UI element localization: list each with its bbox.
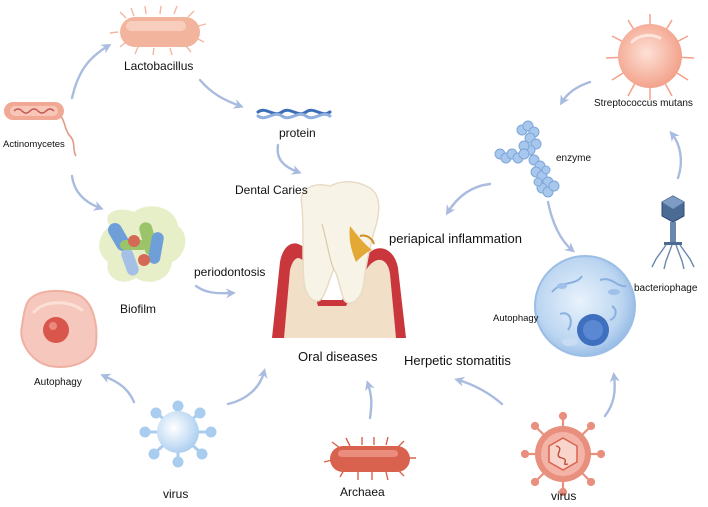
label-protein: protein [279,126,316,140]
arrow-biofilm-to-perio [194,284,236,299]
actinomycetes-icon [4,102,77,157]
autophagy-blue-cell-icon [534,255,636,357]
protein-icon [256,108,332,120]
label-periapical-inflammation: periapical inflammation [389,231,522,246]
bacteriophage-icon [651,195,695,270]
label-lactobacillus: Lactobacillus [124,59,194,73]
arrow-lacto-to-protein [198,78,244,109]
arrow-virus-to-oral [226,368,268,406]
streptococcus-icon [605,14,695,100]
autophagy-cell-icon [20,289,98,368]
label-autophagy-left: Autophagy [34,377,82,388]
arrow-actino-to-lacto [70,43,112,100]
label-virus-right: virus [551,489,577,503]
lactobacillus-icon [109,5,207,56]
label-actinomycetes: Actinomycetes [3,139,65,150]
arrow-phage-to-strep [669,130,683,180]
biofilm-icon [99,206,186,282]
virus-red-icon [520,411,606,497]
arrow-strep-to-enzyme [559,80,592,106]
label-biofilm: Biofilm [120,302,157,316]
arrows [70,43,683,420]
arrow-protein-to-caries [276,143,302,175]
label-streptococcus-mutans: Streptococcus mutans [594,98,693,109]
virus-blue-icon [139,400,217,468]
label-bacteriophage: bacteriophage [634,283,698,294]
label-enzyme: enzyme [556,153,592,164]
label-virus-left: virus [163,487,189,501]
tooth-icon [272,181,406,338]
label-autophagy-right: Autophagy [493,313,539,324]
enzyme-icon [494,120,560,198]
label-dental-caries: Dental Caries [235,183,308,197]
arrow-actino-to-biofilm [70,174,104,211]
label-archaea: Archaea [340,485,385,499]
label-herpetic-stomatitis: Herpetic stomatitis [404,353,511,368]
arrow-virusred-to-herpetic [454,376,504,406]
archaea-icon [323,436,416,481]
arrow-virusred-to-autophagy [603,372,620,418]
label-oral-diseases: Oral diseases [298,349,378,364]
label-periodontosis: periodontosis [194,265,266,279]
arrow-enzyme-to-periapical [445,182,492,216]
arrow-enzyme-to-bluecell [546,200,576,253]
arrow-virus-to-autophagy [100,373,136,404]
arrow-archaea-to-oral [365,380,375,420]
